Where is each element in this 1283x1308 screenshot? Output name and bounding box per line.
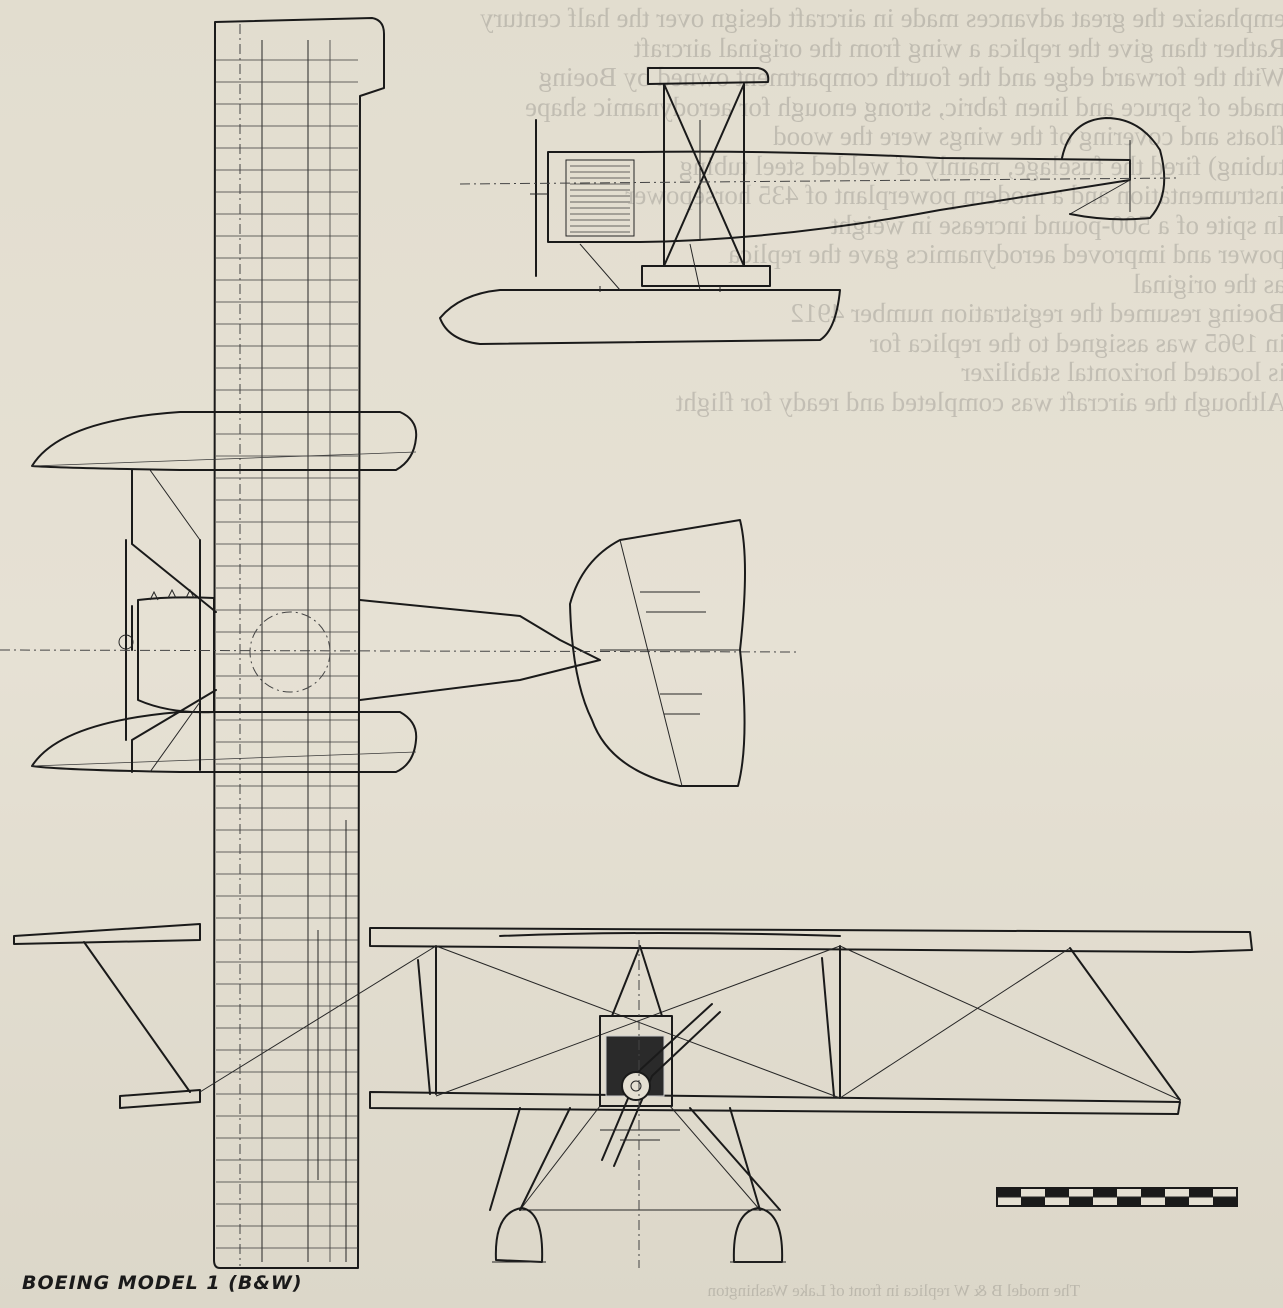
front-view <box>13 923 1253 1268</box>
scale-cell <box>1165 1197 1189 1206</box>
scale-cell <box>1069 1197 1093 1206</box>
scale-cell <box>1141 1188 1165 1197</box>
drawing-caption: BOEING MODEL 1 (B&W) <box>22 1272 303 1294</box>
scale-cell <box>1045 1188 1069 1197</box>
scale-cell <box>1117 1197 1141 1206</box>
scale-cell <box>1189 1188 1213 1197</box>
plan-view-wing <box>213 17 385 1269</box>
scale-bar-icon <box>996 1187 1238 1207</box>
scale-cell <box>1021 1197 1045 1206</box>
scale-cell <box>1093 1188 1117 1197</box>
plan-view-fuselage <box>0 411 801 787</box>
radiator-grille <box>570 165 630 233</box>
scale-cell <box>1213 1197 1237 1206</box>
scale-cell <box>997 1188 1021 1197</box>
side-view <box>439 67 1181 345</box>
wing-ribs <box>216 59 358 1249</box>
